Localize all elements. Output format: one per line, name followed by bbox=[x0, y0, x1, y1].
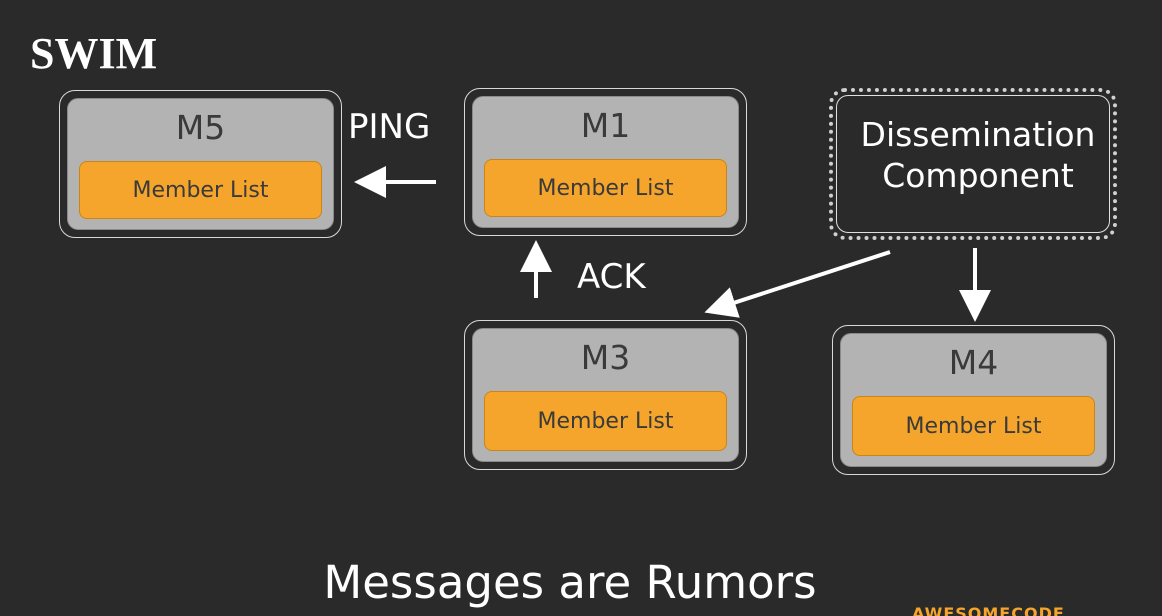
member-node-m1-body: M1 Member List bbox=[472, 96, 739, 228]
dissemination-label-line2: Component bbox=[882, 156, 1074, 196]
member-list-m3: Member List bbox=[484, 391, 727, 451]
member-node-m5-body: M5 Member List bbox=[67, 98, 334, 230]
member-label-m4: M4 bbox=[948, 343, 999, 382]
member-list-m4: Member List bbox=[852, 396, 1095, 456]
dissemination-component: Dissemination Component bbox=[829, 88, 1117, 240]
ack-label: ACK bbox=[577, 257, 646, 297]
member-node-m1: M1 Member List bbox=[464, 88, 747, 236]
ping-label: PING bbox=[348, 107, 431, 147]
dissemination-component-border bbox=[836, 95, 1110, 233]
dissemination-label-line1: Dissemination bbox=[860, 115, 1096, 154]
footer-caption: Messages are Rumors bbox=[323, 556, 817, 609]
member-node-m3-body: M3 Member List bbox=[472, 328, 739, 462]
member-list-m5: Member List bbox=[79, 161, 322, 219]
member-node-m4-body: M4 Member List bbox=[840, 333, 1107, 467]
member-label-m5: M5 bbox=[175, 108, 226, 147]
member-label-m1: M1 bbox=[580, 106, 631, 145]
rumor-arrow-to-m3 bbox=[704, 250, 891, 318]
member-label-m3: M3 bbox=[580, 338, 631, 377]
diagram-title: SWIM bbox=[30, 29, 158, 78]
dissemination-label: Dissemination Component bbox=[833, 114, 1123, 197]
member-node-m3: M3 Member List bbox=[464, 320, 747, 470]
member-list-m1: Member List bbox=[484, 159, 727, 217]
member-node-m5: M5 Member List bbox=[59, 90, 342, 238]
watermark-text: AWESOMECODE bbox=[912, 604, 1065, 616]
member-node-m4: M4 Member List bbox=[832, 325, 1115, 475]
